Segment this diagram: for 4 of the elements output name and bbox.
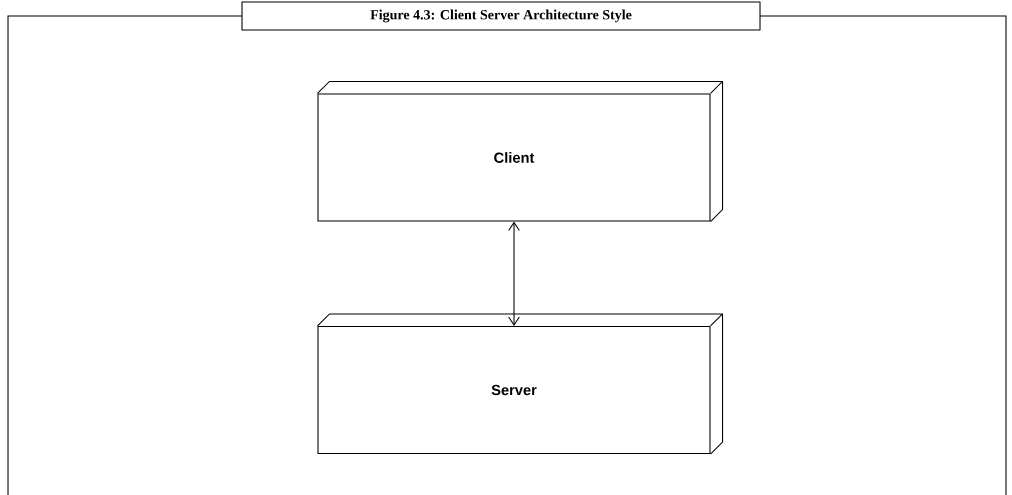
box: Server [316,313,724,455]
arrow [508,221,520,326]
box: Client [316,80,724,223]
title-box: Figure 4.3: Client Server Architecture Style [241,1,761,31]
